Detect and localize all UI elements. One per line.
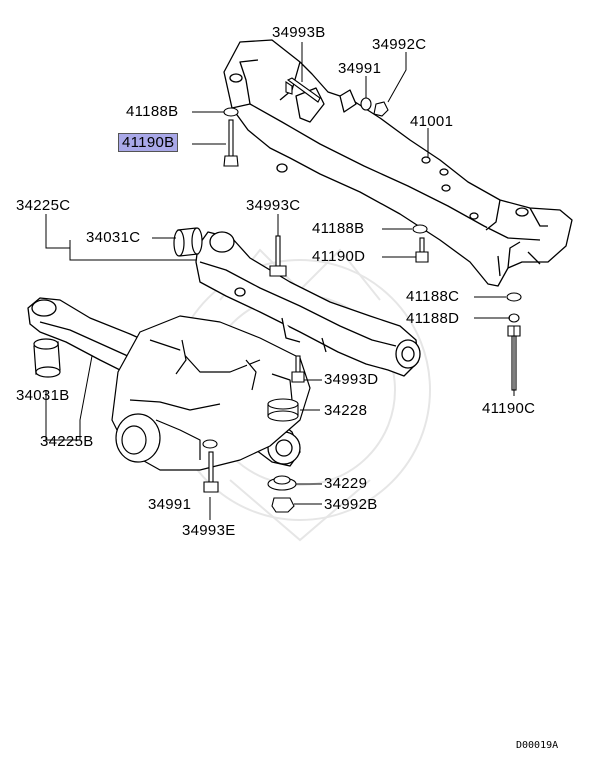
label-34993D[interactable]: 34993D	[324, 371, 379, 388]
label-41190B-highlighted[interactable]: 41190B	[118, 133, 179, 152]
label-34225B[interactable]: 34225B	[40, 433, 94, 450]
differential-carrier	[111, 315, 311, 471]
label-34031C[interactable]: 34031C	[86, 229, 141, 246]
label-41001[interactable]: 41001	[410, 113, 454, 130]
label-34993B[interactable]: 34993B	[272, 24, 326, 41]
label-41188B-mid[interactable]: 41188B	[312, 220, 365, 237]
label-41190D[interactable]: 41190D	[312, 248, 366, 265]
support-bracket-34225C	[195, 231, 421, 377]
bushing-34031B	[33, 338, 61, 378]
label-34991-top[interactable]: 34991	[338, 60, 382, 77]
label-34993C[interactable]: 34993C	[246, 197, 301, 214]
label-34225C[interactable]: 34225C	[16, 197, 71, 214]
label-41188D[interactable]: 41188D	[406, 310, 460, 327]
label-34229[interactable]: 34229	[324, 475, 368, 492]
bushing-34031C	[173, 227, 203, 257]
diagram-code: D00019A	[516, 740, 559, 751]
label-34991-bottom[interactable]: 34991	[148, 496, 192, 513]
label-41190C[interactable]: 41190C	[482, 400, 536, 417]
label-34992B[interactable]: 34992B	[324, 496, 378, 513]
label-34031B[interactable]: 34031B	[16, 387, 70, 404]
label-34993E[interactable]: 34993E	[182, 522, 236, 539]
fasteners	[202, 77, 522, 513]
leader-lines	[45, 42, 515, 520]
label-41188C[interactable]: 41188C	[406, 288, 460, 305]
label-34228[interactable]: 34228	[324, 402, 368, 419]
label-34992C[interactable]: 34992C	[372, 36, 427, 53]
label-41188B-top[interactable]: 41188B	[126, 103, 179, 120]
